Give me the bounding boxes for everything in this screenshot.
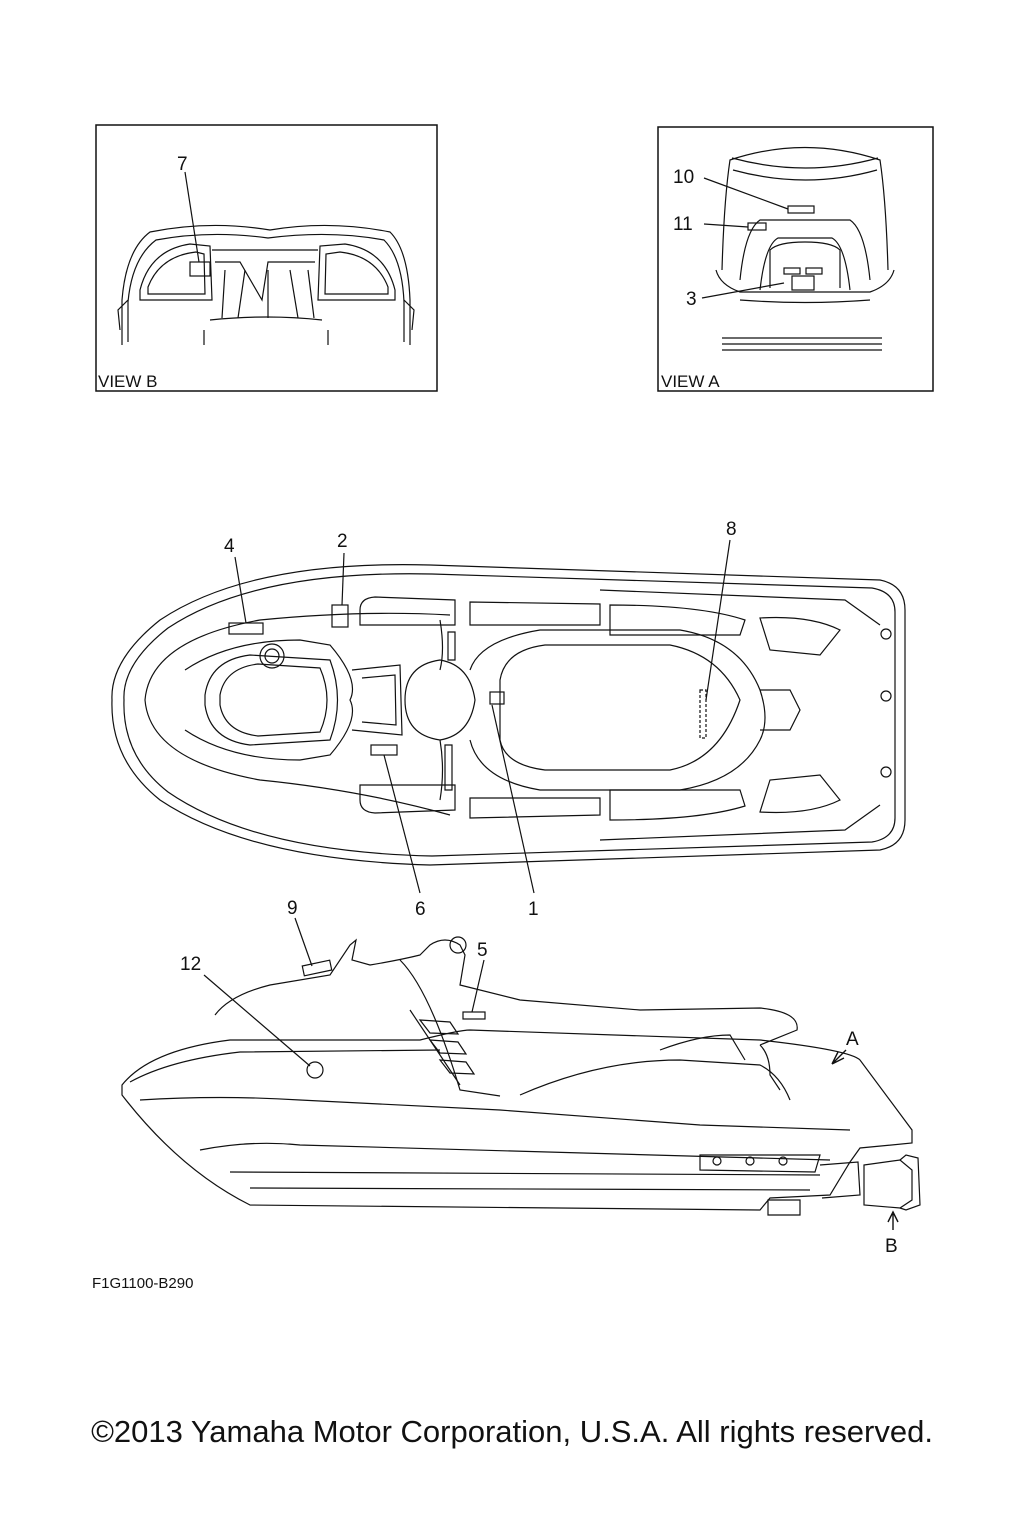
- side-view: 9 12 5 A B: [121, 898, 921, 1257]
- view-b-inset: 7 VIEW B: [95, 124, 438, 392]
- leader-10: [703, 177, 789, 210]
- callout-9: 9: [287, 898, 298, 919]
- label-11-position: [747, 222, 767, 231]
- callout-1: 1: [528, 899, 539, 920]
- label-10-position: [787, 205, 815, 214]
- side-view-hull-drawing: [121, 936, 921, 1216]
- top-view-hull-drawing: [111, 564, 906, 866]
- label-3c-position: [791, 275, 815, 291]
- arrow-b: [887, 1210, 899, 1230]
- leader-3: [701, 282, 785, 299]
- callout-7: 7: [177, 154, 188, 175]
- figure-code: F1G1100-B290: [92, 1275, 193, 1292]
- label-9-position: [301, 959, 333, 977]
- leader-7: [184, 171, 200, 263]
- leader-5: [471, 959, 485, 1013]
- callout-11: 11: [673, 214, 693, 235]
- callout-8: 8: [726, 519, 737, 540]
- label-12-position: [306, 1061, 324, 1079]
- leader-1: [491, 704, 535, 894]
- callout-5: 5: [477, 940, 488, 961]
- callout-2: 2: [337, 531, 348, 552]
- view-a-bow-drawing: [715, 146, 895, 351]
- arrow-b-label: B: [885, 1236, 898, 1257]
- view-a-inset: 10 11 3 VIEW A: [657, 126, 934, 392]
- view-a-label: VIEW A: [661, 372, 720, 391]
- arrow-a-label: A: [846, 1029, 859, 1050]
- label-4-position: [228, 622, 264, 635]
- leader-11: [703, 223, 749, 228]
- callout-10: 10: [673, 167, 694, 188]
- leader-9: [294, 917, 313, 967]
- top-view: 4 2 8 6 1: [111, 519, 906, 920]
- label-3b-position: [805, 267, 823, 275]
- leader-6: [383, 754, 421, 894]
- callout-3: 3: [686, 289, 697, 310]
- label-3a-position: [783, 267, 801, 275]
- leader-4: [234, 556, 247, 624]
- callout-12: 12: [180, 954, 201, 975]
- view-b-stern-drawing: [117, 224, 415, 345]
- leader-2: [341, 552, 345, 606]
- callout-6: 6: [415, 899, 426, 920]
- label-5-position: [462, 1011, 486, 1020]
- view-a-frame: [657, 126, 934, 392]
- label-7-position-view-b: [189, 261, 211, 277]
- label-6-position: [370, 744, 398, 756]
- view-b-frame: [95, 124, 438, 392]
- label-2-position: [331, 604, 349, 628]
- leader-12: [203, 974, 311, 1067]
- view-b-label: VIEW B: [98, 372, 158, 391]
- arrow-a: [831, 1049, 847, 1065]
- copyright-notice: ©2013 Yamaha Motor Corporation, U.S.A. A…: [91, 1414, 933, 1449]
- leader-8: [705, 539, 731, 701]
- callout-4: 4: [224, 536, 235, 557]
